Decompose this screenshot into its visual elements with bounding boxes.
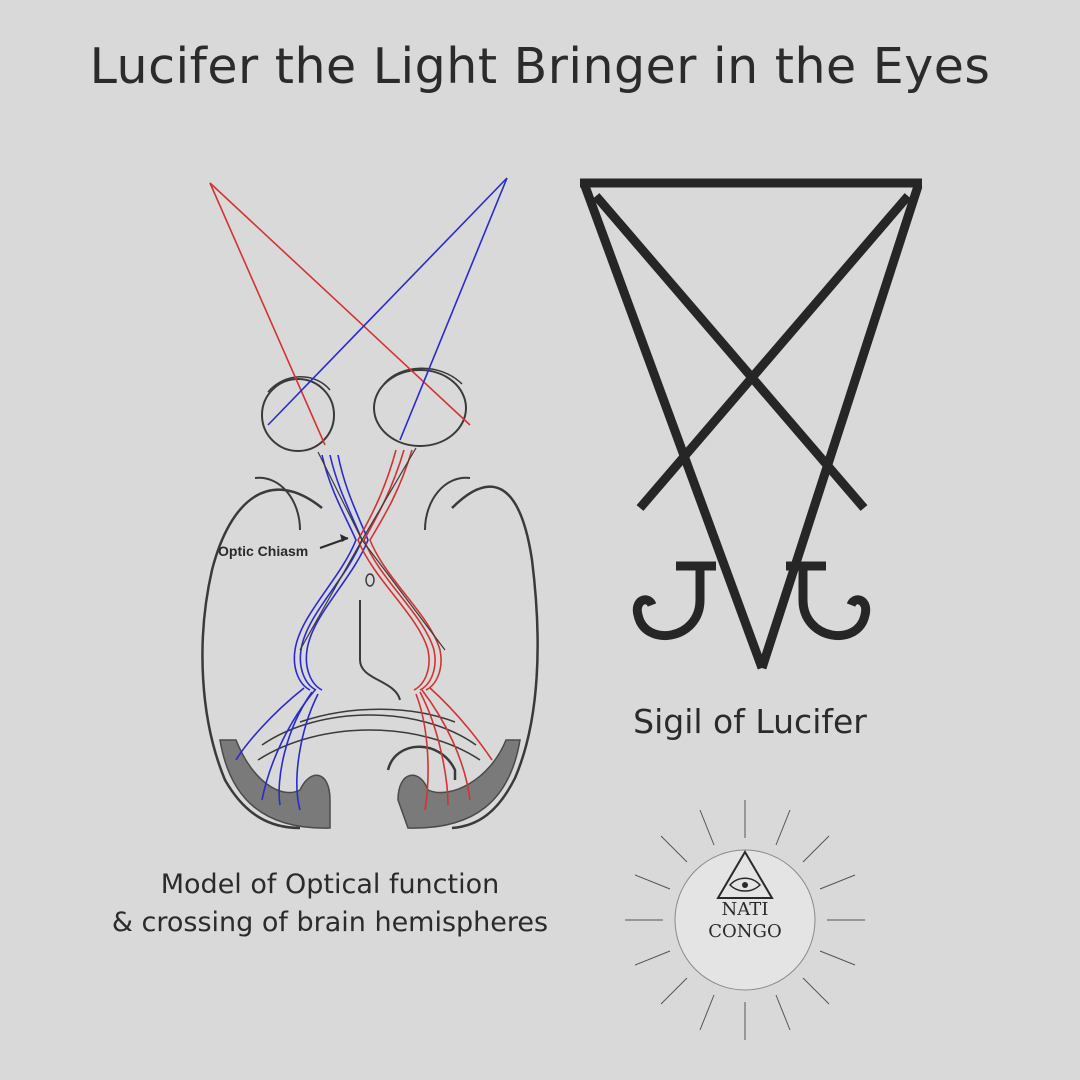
chiasm-outline	[299, 447, 446, 651]
pituitary-marker	[365, 573, 375, 587]
cortex-arc	[299, 708, 456, 723]
optic-diagram: Optic Chiasm	[201, 177, 539, 830]
midline	[359, 600, 401, 701]
sunburst	[625, 800, 865, 1040]
logo-line1: NATI	[722, 899, 769, 920]
right-ventricle	[397, 739, 521, 829]
nati-congo-logo: NATI CONGO	[625, 800, 865, 1040]
red-optic-pathway	[357, 449, 493, 811]
brain-right-lobe-curve	[424, 476, 471, 531]
logo-line2: CONGO	[708, 921, 781, 942]
diagram-caption: Model of Optical function & crossing of …	[90, 866, 570, 942]
left-ventricle	[219, 739, 331, 829]
diagram-caption-line2: & crossing of brain hemispheres	[111, 907, 549, 938]
left-eye-lid	[267, 376, 331, 393]
brain-left-lobe-curve	[254, 476, 301, 531]
brain-outline	[201, 485, 539, 830]
red-light-ray	[209, 182, 471, 426]
red-light-ray	[209, 182, 326, 446]
blue-light-ray	[399, 177, 508, 441]
cortex-arc	[261, 714, 477, 746]
optic-chiasm-label: Optic Chiasm	[218, 543, 308, 559]
right-eye-lid	[383, 367, 463, 385]
diagram-caption-line1: Model of Optical function	[160, 869, 500, 900]
left-eye	[261, 378, 335, 452]
page-title: Lucifer the Light Bringer in the Eyes	[89, 38, 991, 95]
chiasm-arrow-head	[340, 534, 348, 542]
sigil-of-lucifer	[580, 178, 923, 670]
blue-light-ray	[267, 177, 508, 426]
right-eye	[373, 369, 467, 447]
eye-icon	[728, 877, 762, 892]
cortex-arc	[257, 729, 481, 761]
blue-optic-pathway	[235, 454, 369, 811]
sigil-caption: Sigil of Lucifer	[633, 702, 867, 741]
eye-in-triangle-icon	[716, 850, 774, 899]
